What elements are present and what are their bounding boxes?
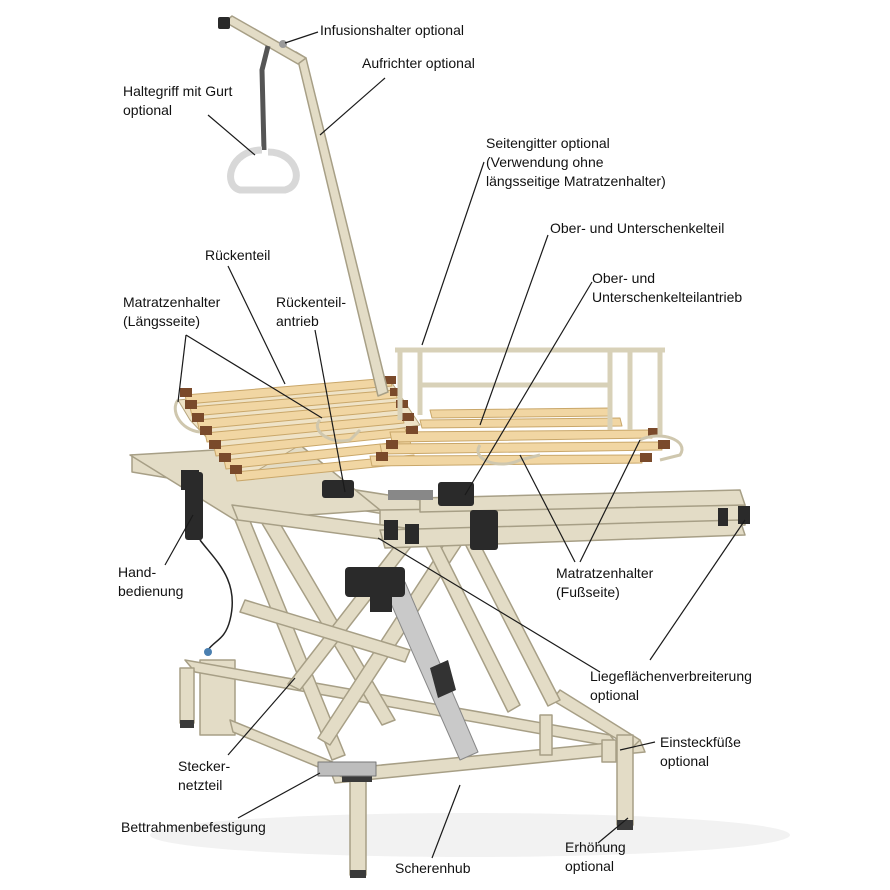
- leader-handbedienung: [164, 514, 194, 566]
- leader-matratzenhalter-laengs-1: [177, 334, 187, 403]
- label-matratzenhalter-laengs: Matratzenhalter (Längsseite): [123, 294, 221, 329]
- side-rail: [395, 347, 665, 435]
- leader-matratzenhalter-fuss-2: [579, 439, 641, 563]
- leader-rueckenteil-antrieb: [314, 329, 346, 493]
- label-rueckenteil-antrieb: Rückenteil- antrieb: [276, 294, 347, 329]
- legs: [179, 667, 634, 876]
- leader-rueckenteil: [227, 265, 286, 385]
- label-haltegriff: Haltegriff mit Gurt optional: [123, 83, 233, 118]
- leader-liegeflaechen-2: [649, 519, 746, 661]
- leader-matratzenhalter-fuss-1: [519, 454, 576, 563]
- hand-control: [185, 472, 233, 656]
- leader-haltegriff: [207, 114, 256, 156]
- leader-scherenhub: [431, 784, 461, 859]
- label-erhoehung: Erhöhung optional: [565, 839, 626, 874]
- label-scherenhub: Scherenhub: [395, 860, 471, 876]
- base-frame: [184, 659, 646, 784]
- leader-matratzenhalter-laengs-2: [185, 334, 323, 419]
- leader-lines: [164, 31, 746, 859]
- leader-infusionshalter: [284, 31, 319, 44]
- patient-lifter-pole: [218, 15, 389, 397]
- label-seitengitter: Seitengitter optional (Verwendung ohne l…: [486, 135, 666, 189]
- label-steckernetzteil: Stecker- netzteil: [178, 758, 231, 793]
- label-infusionshalter: Infusionshalter optional: [320, 22, 464, 38]
- mattress-holders: [173, 399, 684, 466]
- bed-frame-clamp: [317, 761, 377, 777]
- bed-illustration: [129, 15, 790, 878]
- leader-liegeflaechen-1: [377, 537, 601, 673]
- lift-actuator: [345, 567, 479, 761]
- leader-ober-unterschenkel-antrieb: [464, 281, 593, 496]
- leader-aufrichter: [319, 77, 386, 136]
- slat-caps: [180, 376, 670, 474]
- label-handbedienung: Hand- bedienung: [118, 564, 184, 599]
- label-matratzenhalter-fuss: Matratzenhalter (Fußseite): [556, 565, 654, 600]
- leader-bettrahmen: [237, 772, 321, 819]
- label-ober-unterschenkel-antrieb: Ober- und Unterschenkelteilantrieb: [592, 270, 743, 305]
- label-rueckenteil: Rückenteil: [205, 247, 271, 263]
- leader-seitengitter: [421, 161, 485, 346]
- label-bettrahmen: Bettrahmenbefestigung: [121, 819, 266, 835]
- label-ober-unterschenkelteil: Ober- und Unterschenkelteil: [550, 220, 725, 236]
- scissor-lift: [234, 514, 561, 761]
- label-einsteckfuesse: Einsteckfüße optional: [660, 734, 741, 769]
- leader-erhoehung: [597, 817, 629, 844]
- label-aufrichter: Aufrichter optional: [362, 55, 475, 71]
- slatted-frame: [177, 376, 670, 482]
- leader-steckernetzteil: [227, 677, 296, 756]
- drives: [322, 480, 498, 550]
- slats: [184, 377, 663, 482]
- leader-einsteckfuesse: [619, 741, 656, 751]
- leader-ober-unterschenkelteil: [479, 234, 549, 426]
- label-liegeflaechen: Liegeflächenverbreiterung optional: [590, 668, 752, 703]
